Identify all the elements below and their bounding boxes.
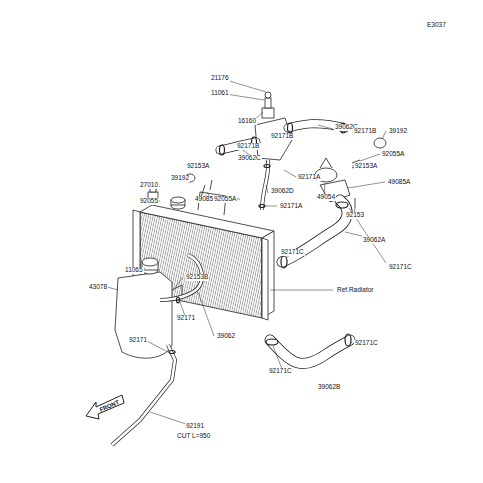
callout-number: 39062 [216,333,236,340]
callout-number: 39062D [270,188,295,195]
figure-code: E3037 [426,22,447,29]
callout-number: 43078 [88,284,108,291]
callout-number: 21176 [210,75,230,82]
callout-number: 92171C [280,249,305,256]
dimension-note: CUT L=950 [176,433,211,440]
callout-number: 92171B [236,143,260,150]
callout-number: 92055A [381,151,405,158]
callout-number: 39062A [362,237,386,244]
callout-number: 39062B [317,384,341,391]
callout-number: 92153A [354,163,378,170]
callout-number: 92191 [185,423,205,430]
callout-number: 92171 [128,337,148,344]
callout-number: 92171A [297,174,321,181]
callout-number: 92153B [185,274,209,281]
callout-number: 92055A [213,196,237,203]
callout-number: 92153 [345,212,365,219]
callout-number: 11061 [210,90,230,97]
callout-number: 16160 [237,118,257,125]
callout-number: 49085 [194,196,214,203]
callout-number: 11065 [124,267,144,274]
callout-number: 39192 [170,175,190,182]
callout-number: 92153A [186,163,210,170]
callout-number: 92171C [268,368,293,375]
callout-number: 39062C [237,155,262,162]
callout-number: 92171B [353,128,377,135]
callout-number: 92171C [354,340,379,347]
callout-number: 27010 [139,182,159,189]
callout-number: 92055 [139,198,159,205]
callout-number: 49054 [316,194,336,201]
callout-number: 49085A [387,179,411,186]
callout-number: 39192 [388,128,408,135]
callout-number: Ref.Radiator [336,287,375,294]
callout-number: 92171C [388,264,413,271]
callout-number: 92171 [176,315,196,322]
callout-number: 92171B [270,133,294,140]
callout-number: 92171A [279,203,303,210]
